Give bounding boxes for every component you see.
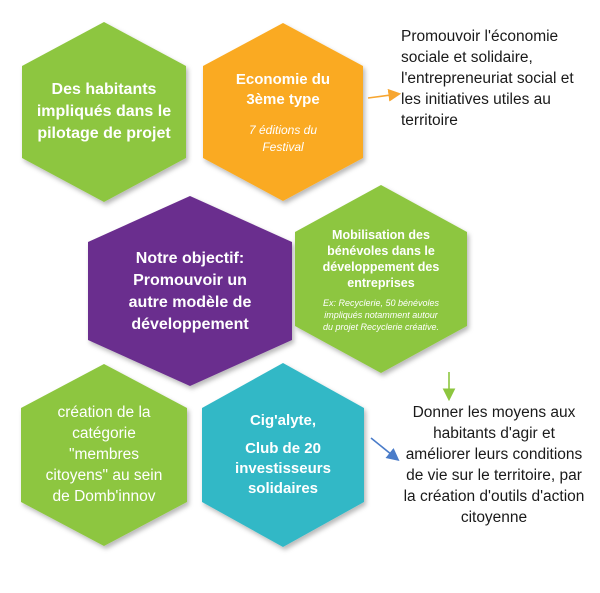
hex-mobilisation-label: Mobilisation des bénévoles dans le dével… bbox=[310, 202, 452, 357]
hex-economie bbox=[203, 23, 363, 201]
hex-habitants-label: Des habitants impliqués dans le pilotage… bbox=[34, 52, 174, 172]
arrow-cigalyte-to-donner bbox=[370, 437, 400, 462]
hex-habitants bbox=[22, 22, 186, 202]
hex-cigalyte-subtitle: Club de 20 investisseurs solidaires bbox=[235, 440, 331, 497]
hex-mobilisation bbox=[295, 185, 467, 373]
arrow-economie-to-promouvoir bbox=[367, 88, 402, 102]
hex-objectif-label: Notre objectif: Promouvoir un autre modè… bbox=[105, 232, 275, 352]
hex-cigalyte-title: Cig'alyte, bbox=[249, 412, 317, 429]
hex-creation bbox=[21, 364, 187, 546]
hex-objectif bbox=[88, 196, 292, 386]
hex-economie-subtitle: 7 éditions du Festival bbox=[248, 123, 318, 154]
hex-objectif-title: Notre objectif: Promouvoir un autre modè… bbox=[128, 250, 252, 333]
hex-mobilisation-title: Mobilisation des bénévoles dans le dével… bbox=[322, 227, 440, 290]
hex-creation-title: création de la catégorie "membres citoye… bbox=[45, 404, 163, 505]
text-promouvoir: Promouvoir l'économie sociale et solidai… bbox=[401, 28, 574, 129]
hex-cigalyte-label: Cig'alyte, Club de 20 investisseurs soli… bbox=[214, 400, 352, 510]
hex-cigalyte bbox=[202, 363, 364, 547]
hex-economie-label: Economie du 3ème type 7 éditions du Fest… bbox=[215, 58, 351, 168]
hex-economie-title: Economie du 3ème type bbox=[235, 71, 331, 108]
text-donner: Donner les moyens aux habitants d'agir e… bbox=[403, 404, 585, 526]
hex-creation-label: création de la catégorie "membres citoye… bbox=[33, 392, 175, 517]
hex-mobilisation-subtitle: Ex: Recyclerie, 50 bénévoles impliqués n… bbox=[322, 297, 440, 332]
hex-habitants-title: Des habitants impliqués dans le pilotage… bbox=[36, 81, 172, 142]
